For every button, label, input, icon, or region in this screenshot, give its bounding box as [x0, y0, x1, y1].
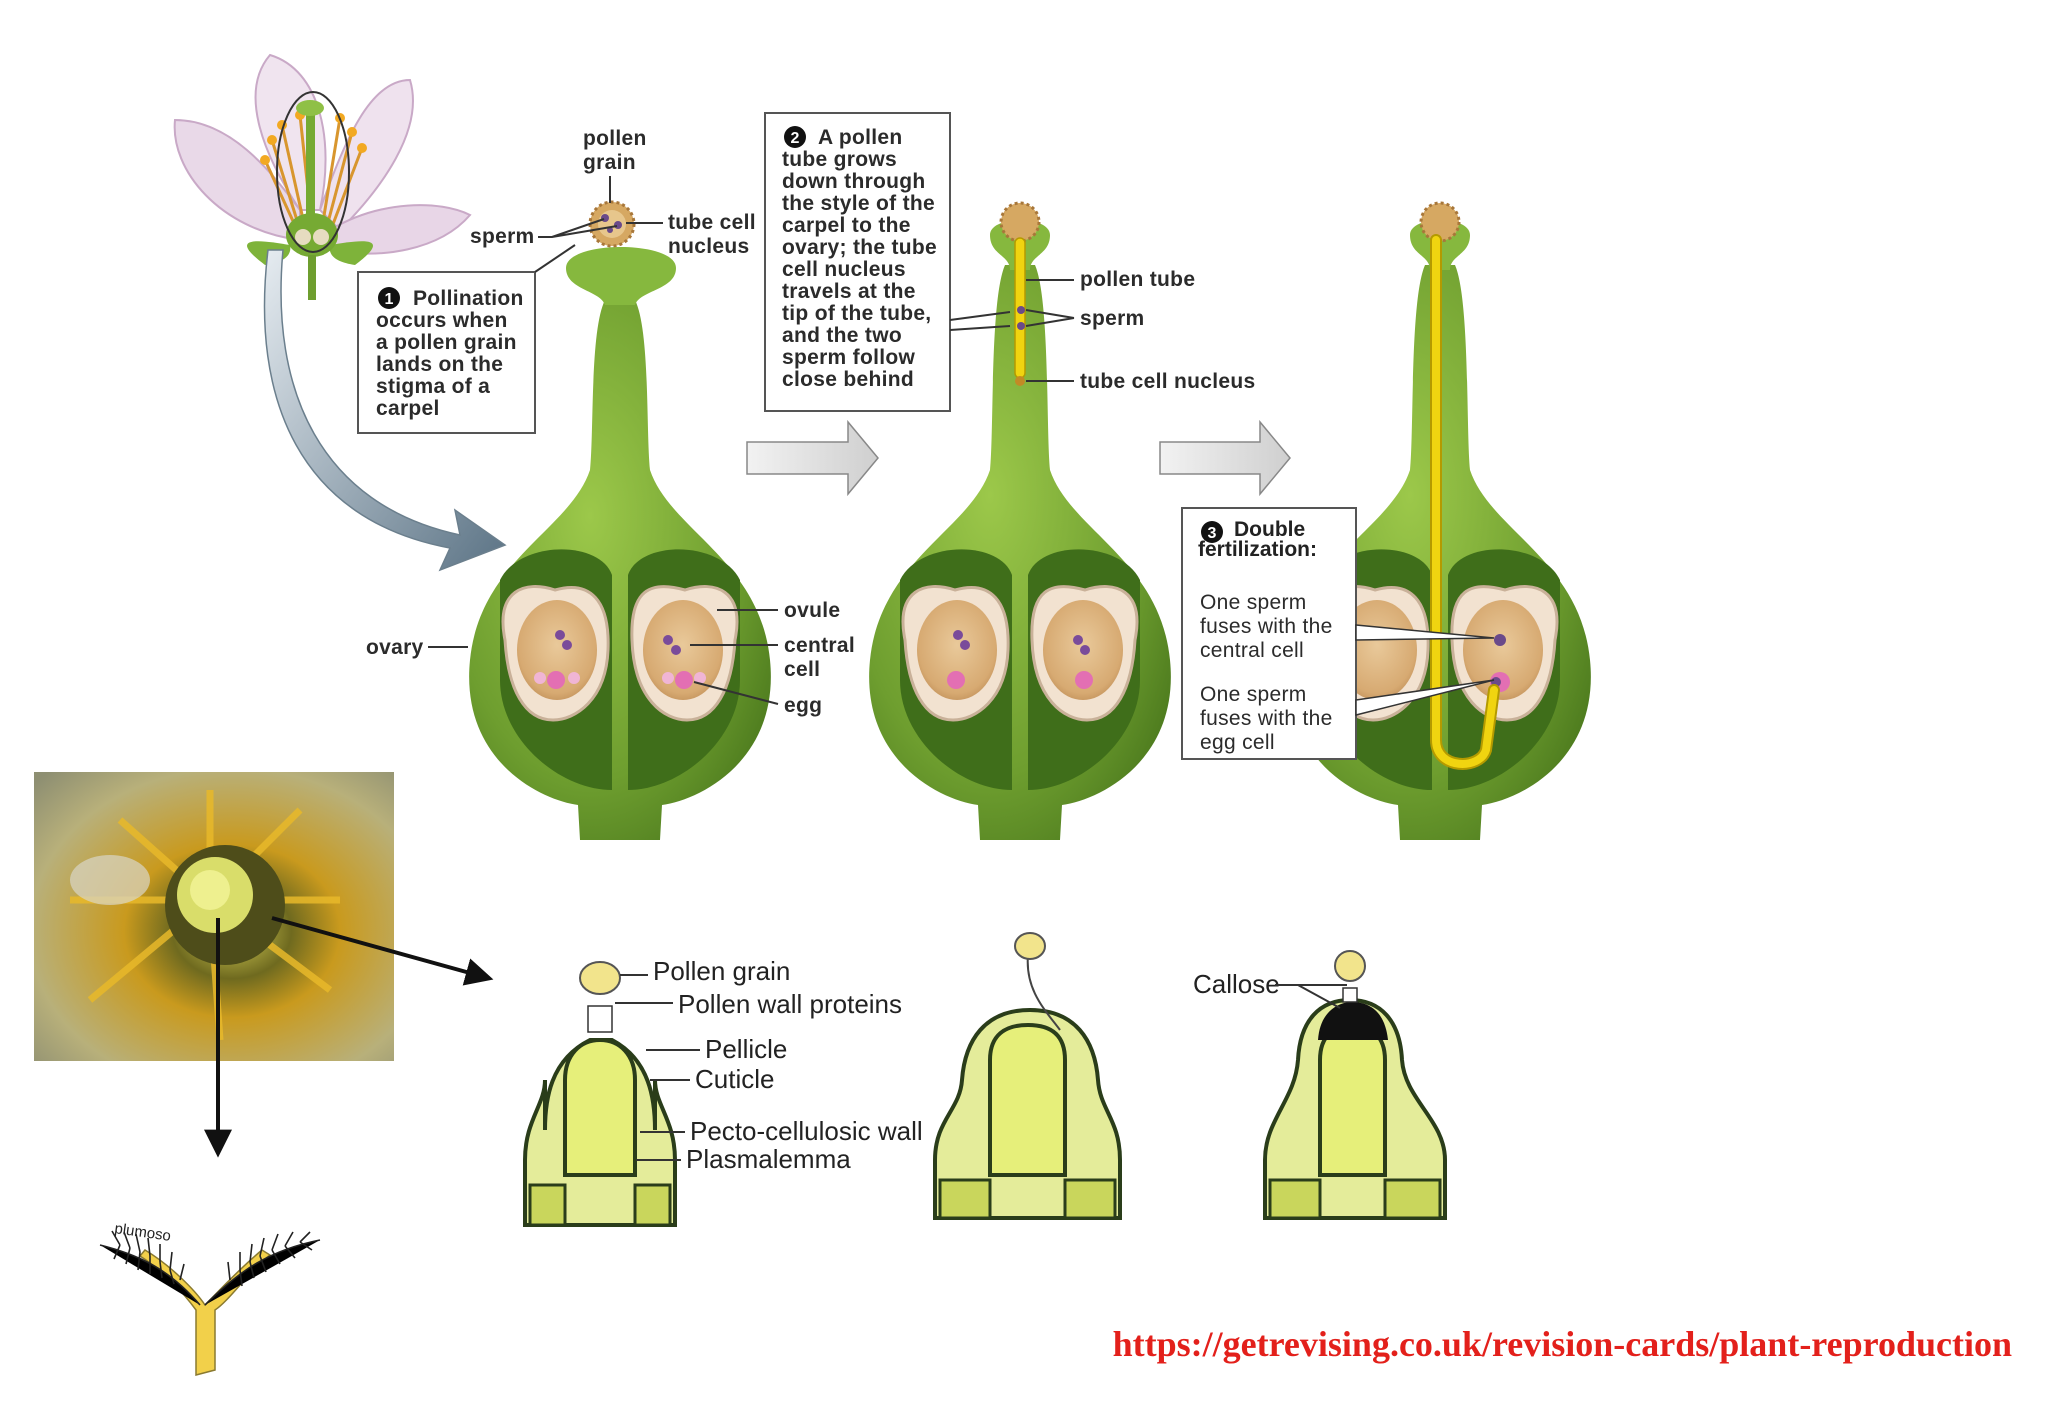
- label-egg: egg: [784, 694, 822, 717]
- label-callose: Callose: [1193, 969, 1280, 999]
- flower-icon: [173, 53, 472, 300]
- label-central-cell: central cell: [784, 634, 861, 681]
- carpel-stage-3: [1289, 201, 1591, 840]
- egg-leader: [693, 681, 779, 705]
- sperm-2-leader: [1025, 309, 1075, 327]
- plumose-stigma-icon: plumoso: [99, 1220, 321, 1376]
- step2-number-icon: [784, 126, 806, 148]
- step3-text-a: One sperm fuses with the central cell: [1200, 591, 1339, 662]
- step3-pointer-b: [1355, 679, 1495, 716]
- sperm-leader: [538, 218, 618, 238]
- label-cuticle: Cuticle: [695, 1064, 774, 1094]
- label-tube-cell-nucleus: tube cell nucleus: [668, 211, 762, 258]
- label-plasmalemma: Plasmalemma: [686, 1144, 851, 1174]
- step2-box: [764, 112, 951, 412]
- source-url[interactable]: https://getrevising.co.uk/revision-cards…: [1113, 1324, 2012, 1364]
- curved-arrow-icon: [263, 249, 507, 572]
- step3-pointer-a: [1355, 624, 1495, 641]
- step1-text: Pollination occurs when a pollen grain l…: [376, 287, 530, 420]
- arrow-to-stigma-icon: [271, 916, 494, 986]
- step3-text-b: One sperm fuses with the egg cell: [1200, 683, 1339, 754]
- label-pollen-wall-proteins: Pollen wall proteins: [678, 989, 902, 1019]
- stigma-diagram-3: [1263, 950, 1447, 1220]
- step-arrow-icon: [1159, 419, 1291, 497]
- flower-photo: [34, 772, 394, 1061]
- step1-number-icon: [378, 287, 400, 309]
- step2-number: 2: [791, 130, 800, 147]
- label-sperm-2: sperm: [1080, 307, 1145, 330]
- label-pecto-cellulosic-wall: Pecto-cellulosic wall: [690, 1116, 923, 1146]
- carpel-stage-2: [869, 201, 1171, 840]
- ovule-left: [501, 585, 610, 722]
- label-pellicle: Pellicle: [705, 1034, 787, 1064]
- stigma-diagram-2: [933, 932, 1122, 1220]
- label-pollen-grain: pollen grain: [583, 127, 653, 174]
- callose-leader: [1275, 984, 1347, 1009]
- carpel-stage-1: [469, 200, 771, 840]
- step3-number-icon: [1201, 521, 1223, 543]
- step1-leader: [534, 244, 576, 273]
- label-sperm: sperm: [470, 225, 535, 248]
- step-arrow-icon: [746, 419, 879, 497]
- label-pollen-tube: pollen tube: [1080, 268, 1195, 291]
- step1-number: 1: [385, 291, 394, 308]
- label-ovule: ovule: [784, 599, 840, 622]
- label-plumoso: plumoso: [113, 1220, 172, 1245]
- stigma-diagram-1: [523, 961, 677, 1227]
- label-ovary: ovary: [366, 636, 424, 659]
- step2-text: A pollen tube grows down through the sty…: [782, 126, 943, 391]
- step2-leader: [949, 311, 1011, 331]
- step3-number: 3: [1208, 525, 1217, 542]
- step3-title: Double fertilization:: [1198, 518, 1317, 561]
- label-tube-cell-nucleus-2: tube cell nucleus: [1080, 370, 1255, 393]
- label-pollen-grain-b: Pollen grain: [653, 956, 790, 986]
